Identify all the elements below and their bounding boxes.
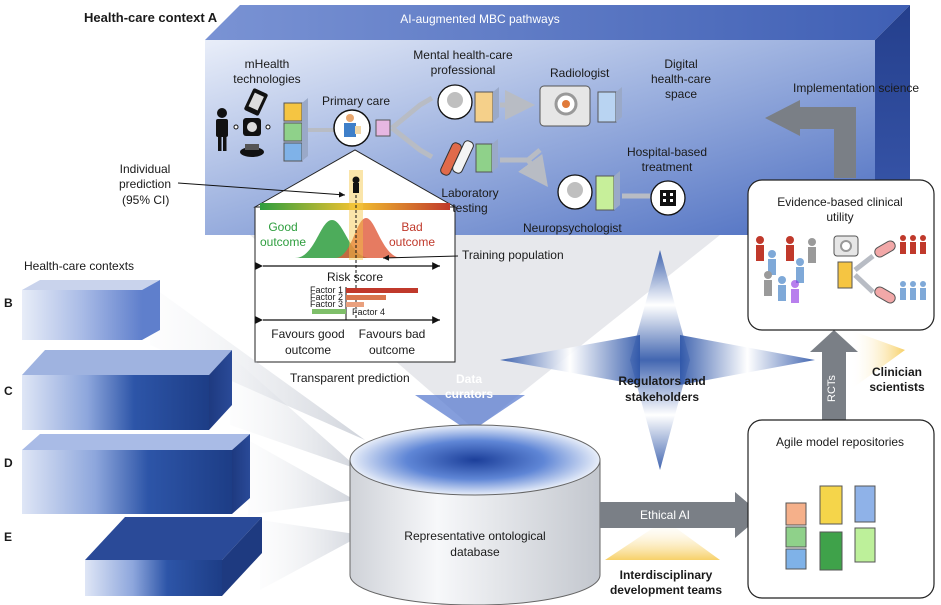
pathways-banner: AI-augmented MBC pathways xyxy=(400,12,560,26)
evidence-label: Evidence-based clinical utility xyxy=(777,195,903,224)
context-a-box-top xyxy=(205,5,910,40)
hospital-label: Hospital-based treatment xyxy=(626,145,708,174)
person-icon xyxy=(216,108,228,151)
diamond-top xyxy=(630,250,690,360)
factor-4-bar xyxy=(312,309,346,314)
factor-1-bar xyxy=(346,288,418,293)
contexts-title: Health-care contexts xyxy=(24,259,135,273)
repositories-label: Agile model repositories xyxy=(775,435,905,449)
outcome-people-red-icon xyxy=(900,235,926,254)
favours-good-label: Favours good outcome xyxy=(271,327,345,357)
outcome-people-blue-icon xyxy=(900,281,926,300)
implementation-arrow xyxy=(800,107,856,178)
risk-gradient-bar xyxy=(260,203,450,210)
mental-health-cube xyxy=(474,91,494,123)
context-e-label: E xyxy=(4,530,13,544)
rct-arrow-body xyxy=(822,350,846,420)
radiologist-cube xyxy=(597,91,617,123)
neuropsychologist-label: Neuropsychologist xyxy=(523,221,622,235)
fan-c xyxy=(230,355,360,470)
factor-3-bar xyxy=(346,302,364,307)
repository-cubes-icon xyxy=(785,485,876,571)
yellow-glow-bottom xyxy=(605,520,720,560)
factor-1-label: Factor 1 xyxy=(310,285,344,295)
digital-space-label: Digital health-care space xyxy=(650,57,712,101)
primary-care-icon xyxy=(333,109,371,147)
context-a-box-right xyxy=(875,5,910,235)
transparent-prediction-label: Transparent prediction xyxy=(290,371,410,385)
smartwatch-icon xyxy=(243,118,261,136)
factor-2-bar xyxy=(346,295,386,300)
mri-scanner-icon xyxy=(539,85,591,127)
yellow-glow-right xyxy=(850,330,905,390)
scanner-small-icon xyxy=(833,235,859,257)
context-d-box xyxy=(22,434,250,514)
mental-health-head-icon xyxy=(437,84,473,120)
context-d-label: D xyxy=(4,456,13,470)
good-outcome-label: Good outcome xyxy=(259,220,307,249)
database-label: Representative ontological database xyxy=(404,529,546,559)
bad-outcome-curve xyxy=(335,218,402,258)
data-cubes-icon xyxy=(283,98,308,162)
hospital-icon xyxy=(650,180,686,216)
database-cylinder xyxy=(349,424,601,605)
diamond-left xyxy=(500,335,640,385)
context-b-label: B xyxy=(4,296,13,310)
data-curators-label: Data curators xyxy=(444,372,494,401)
risk-score-label: Risk score xyxy=(326,270,383,284)
ethical-ai-label: Ethical AI xyxy=(639,508,691,522)
mental-health-label: Mental health-care professional xyxy=(413,48,513,77)
factor-4-label: Factor 4 xyxy=(352,307,386,317)
context-c-label: C xyxy=(4,384,13,398)
ci-label: (95% CI) xyxy=(122,193,170,207)
fan-b xyxy=(150,285,365,440)
primary-care-cube xyxy=(375,119,391,137)
clinician-label: Clinician scientists xyxy=(869,365,925,394)
prediction-panel xyxy=(254,206,456,363)
individual-prediction-label: Individual prediction xyxy=(118,162,172,191)
test-tubes-icon xyxy=(440,140,474,176)
primary-care-label: Primary care xyxy=(322,94,391,108)
interdisciplinary-label: Interdisciplinary development teams xyxy=(609,568,723,597)
laboratory-label: Laboratory testing xyxy=(441,186,499,215)
scale-device-icon xyxy=(240,144,264,157)
rcts-label: RCTs xyxy=(826,375,838,402)
curator-cone xyxy=(415,395,525,432)
regulators-label: Regulators and stakeholders xyxy=(618,374,706,404)
ethical-ai-arrow xyxy=(600,492,762,538)
bad-outcome-label: Bad outcome xyxy=(388,220,436,249)
diamond-bottom xyxy=(630,360,690,470)
pill-icon-top xyxy=(874,240,896,258)
diamond-right xyxy=(680,335,815,385)
training-population-label: Training population xyxy=(462,248,564,262)
implementation-label: Implementation science xyxy=(793,81,920,95)
factor-2-label: Factor 2 xyxy=(310,292,344,302)
neuropsych-cube xyxy=(595,175,615,211)
context-a-title: Health-care context A xyxy=(84,10,218,25)
mhealth-label: mHealth technologies xyxy=(233,57,301,86)
fan-e xyxy=(260,520,362,590)
context-e-box xyxy=(85,517,262,596)
radiologist-label: Radiologist xyxy=(550,66,610,80)
lab-cube xyxy=(475,143,493,173)
context-b-box xyxy=(22,280,160,340)
smartphone-icon xyxy=(244,88,268,116)
population-icon xyxy=(756,236,816,303)
favours-bad-label: Favours bad outcome xyxy=(358,327,426,357)
context-c-box xyxy=(22,350,232,430)
pill-icon-bottom xyxy=(874,286,896,304)
fan-d xyxy=(248,440,355,515)
evidence-cube xyxy=(837,261,853,289)
factor-3-label: Factor 3 xyxy=(310,299,344,309)
neuropsychologist-icon xyxy=(557,174,593,210)
